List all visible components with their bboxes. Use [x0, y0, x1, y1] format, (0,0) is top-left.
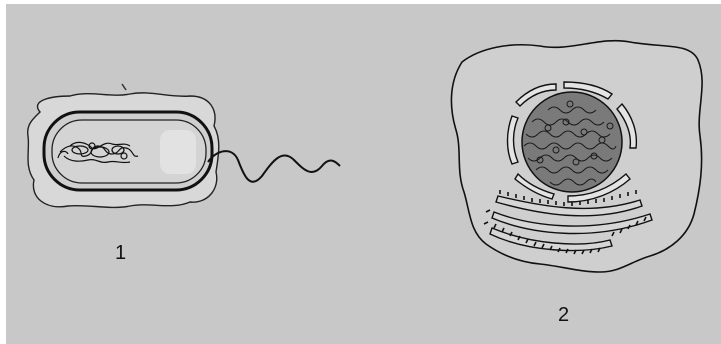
nucleus — [522, 92, 622, 192]
cell-1-label: 1 — [115, 242, 126, 265]
stray-mark — [122, 84, 126, 90]
cytoplasm-highlight — [160, 130, 196, 174]
flagellum — [208, 151, 340, 182]
cell-2-label: 2 — [558, 304, 569, 327]
prokaryotic-cell — [28, 84, 340, 207]
eukaryotic-cell — [451, 41, 702, 272]
